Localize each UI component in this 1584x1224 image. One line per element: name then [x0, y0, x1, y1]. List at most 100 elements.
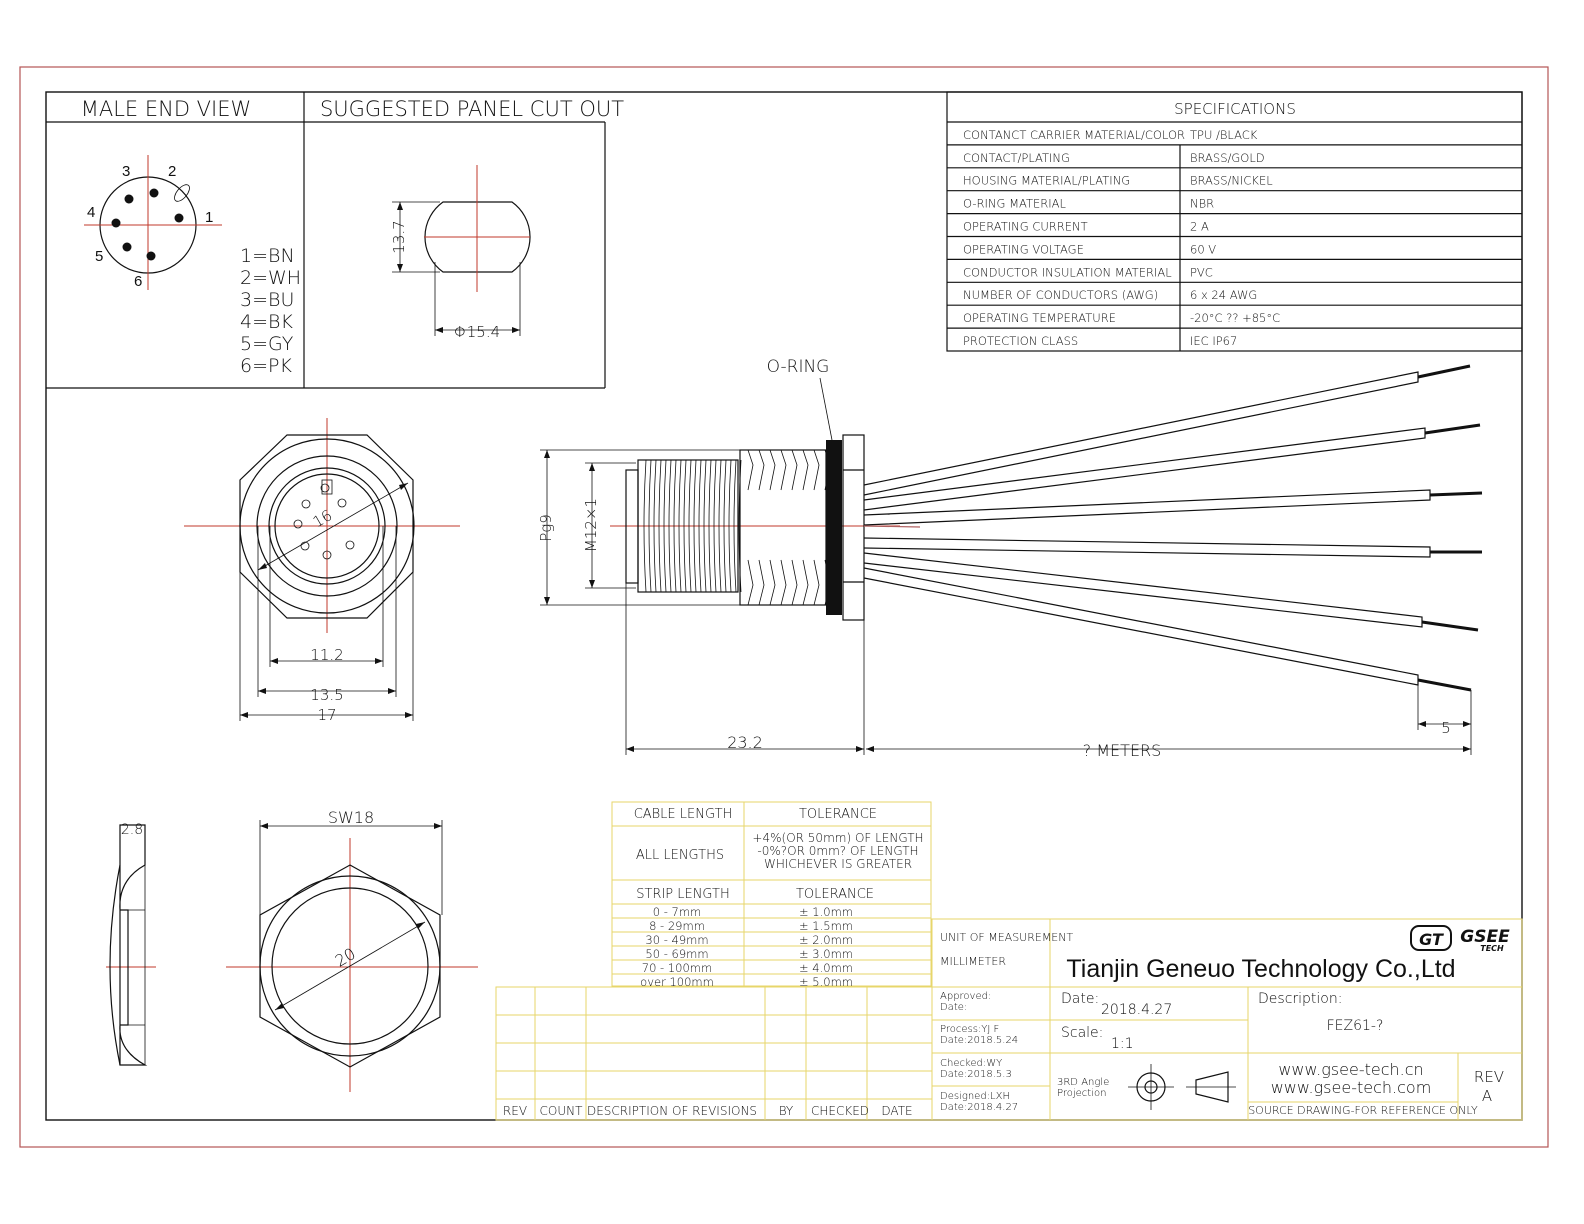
thread-line	[758, 449, 765, 606]
thread-line	[733, 459, 737, 593]
spec-label: CONDUCTOR INSULATION MATERIAL	[963, 265, 1172, 279]
specifications-title: SPECIFICATIONS	[1174, 100, 1296, 118]
spec-label: CONTACT/PLATING	[963, 151, 1070, 165]
tolerance-length: 30 - 49mm	[645, 933, 708, 947]
spec-value: TPU /BLACK	[1190, 128, 1258, 142]
tolerance-length: over 100mm	[640, 975, 714, 989]
o-ring	[826, 440, 842, 615]
thread-line	[802, 449, 809, 606]
description-label: Description:	[1258, 991, 1342, 1007]
tolerance-table: CABLE LENGTH TOLERANCE ALL LENGTHS +4%(O…	[611, 801, 932, 989]
spec-label: PROTECTION CLASS	[963, 334, 1078, 348]
tol-strip-length-header: STRIP LENGTH	[636, 887, 730, 902]
panel-height-dim: 13.7	[390, 220, 408, 253]
thread-line	[678, 459, 682, 593]
website-cn: www.gsee-tech.cn	[1278, 1060, 1423, 1079]
spec-value: 2 A	[1190, 220, 1209, 234]
process-date: Date:2018.5.24	[940, 1035, 1018, 1046]
pin-number: 4	[87, 204, 95, 221]
spec-label: NUMBER OF CONDUCTORS (AWG)	[963, 288, 1158, 302]
pin-face: 1 2 3 4 5 6	[84, 155, 222, 290]
rev-header: CHECKED	[811, 1104, 869, 1118]
pin-number: 6	[134, 273, 142, 290]
specifications-table: SPECIFICATIONS CONTANCT CARRIER MATERIAL…	[946, 91, 1523, 352]
thread-line	[668, 459, 672, 593]
spec-label: CONTANCT CARRIER MATERIAL/COLOR	[963, 128, 1185, 142]
date-value: 2018.4.27	[1101, 1002, 1172, 1018]
thread-line	[728, 459, 732, 593]
pin-legend-item: 1=BN	[240, 245, 295, 267]
projection-symbol	[1128, 1064, 1236, 1110]
cable-wires	[863, 364, 1483, 692]
panel-cut-out-title: SUGGESTED PANEL CUT OUT	[320, 97, 624, 121]
thread-line	[688, 459, 692, 593]
spec-value: -20°C ?? +85°C	[1190, 311, 1280, 325]
thread-line	[703, 459, 707, 593]
rev-header: REV	[503, 1104, 527, 1118]
thread-line	[653, 459, 657, 593]
front-view: 16 11.2 13.5 17	[184, 418, 460, 724]
thread-line	[791, 449, 798, 606]
revisions-table: REV COUNT DESCRIPTION OF REVISIONS BY CH…	[495, 986, 933, 1121]
front-13-5-dim: 13.5	[310, 686, 343, 704]
designed-label: Designed:LXH	[940, 1091, 1010, 1102]
thread-line	[658, 459, 662, 593]
rev-value: A	[1482, 1087, 1492, 1105]
tol-all-line: +4%(OR 50mm) OF LENGTH	[752, 831, 923, 845]
thread-line	[693, 459, 697, 593]
nut-views: 2.8 20 SW18	[106, 808, 478, 1092]
pg9-dim: Pg9	[537, 514, 555, 542]
pin-legend-item: 3=BU	[240, 289, 294, 311]
pin-4	[111, 218, 121, 228]
thread-line	[708, 459, 712, 593]
length-23-2-dim: 23.2	[727, 733, 763, 752]
tol-cable-length-header: CABLE LENGTH	[634, 807, 733, 822]
pin-number: 3	[122, 163, 130, 180]
company-logo: GT GSEE TECH	[1410, 925, 1510, 953]
pin-3	[124, 194, 134, 204]
tolerance-value: ± 1.0mm	[799, 905, 853, 919]
thread-line	[683, 459, 687, 593]
projection-label: 3RD Angle	[1057, 1077, 1109, 1088]
date-label: Date:	[1061, 991, 1099, 1007]
source-note: SOURCE DRAWING-FOR REFERENCE ONLY	[1248, 1104, 1478, 1117]
rev-header: COUNT	[540, 1104, 584, 1118]
rev-header: DESCRIPTION OF REVISIONS	[587, 1104, 757, 1118]
front-17-dim: 17	[317, 706, 336, 724]
thread-line	[769, 449, 776, 606]
spec-value: IEC IP67	[1190, 334, 1237, 348]
male-end-view-title: MALE END VIEW	[81, 97, 252, 121]
tol-all-line: -0%?OR 0mm? OF LENGTH	[757, 844, 918, 858]
thread-line	[747, 449, 754, 606]
tolerance-value: ± 3.0mm	[799, 947, 853, 961]
front-11-2-dim: 11.2	[310, 646, 343, 664]
nut-sw18-dim: SW18	[328, 808, 374, 827]
thread-line	[648, 459, 652, 593]
thread-line	[673, 459, 677, 593]
outer-border	[19, 66, 1549, 1148]
projection-label: Projection	[1057, 1088, 1106, 1099]
pin-legend-item: 6=PK	[240, 355, 292, 377]
spec-value: BRASS/GOLD	[1190, 151, 1265, 165]
pin-number: 2	[168, 163, 176, 180]
logo-gt: GT	[1419, 930, 1444, 949]
pin-legend-item: 4=BK	[240, 311, 293, 333]
pin-number: 1	[205, 209, 213, 226]
tolerance-length: 8 - 29mm	[649, 919, 705, 933]
tolerance-length: 0 - 7mm	[653, 905, 702, 919]
spec-value: PVC	[1190, 265, 1213, 279]
thread-line	[698, 459, 702, 593]
scale-value: 1:1	[1111, 1036, 1134, 1052]
unit-value: MILLIMETER	[940, 955, 1006, 968]
spec-value: 60 V	[1190, 242, 1216, 256]
logo-gsee: GSEE	[1460, 927, 1510, 947]
spec-label: HOUSING MATERIAL/PLATING	[963, 174, 1130, 188]
thread-line	[813, 449, 820, 606]
tolerance-value: ± 2.0mm	[799, 933, 853, 947]
company-name: Tianjin Geneuo Technology Co.,Ltd	[1066, 955, 1455, 983]
unit-label: UNIT OF MEASUREMENT	[940, 931, 1073, 944]
thread-line	[780, 449, 787, 606]
rev-label: REV	[1474, 1068, 1504, 1086]
spec-label: O-RING MATERIAL	[963, 197, 1067, 211]
